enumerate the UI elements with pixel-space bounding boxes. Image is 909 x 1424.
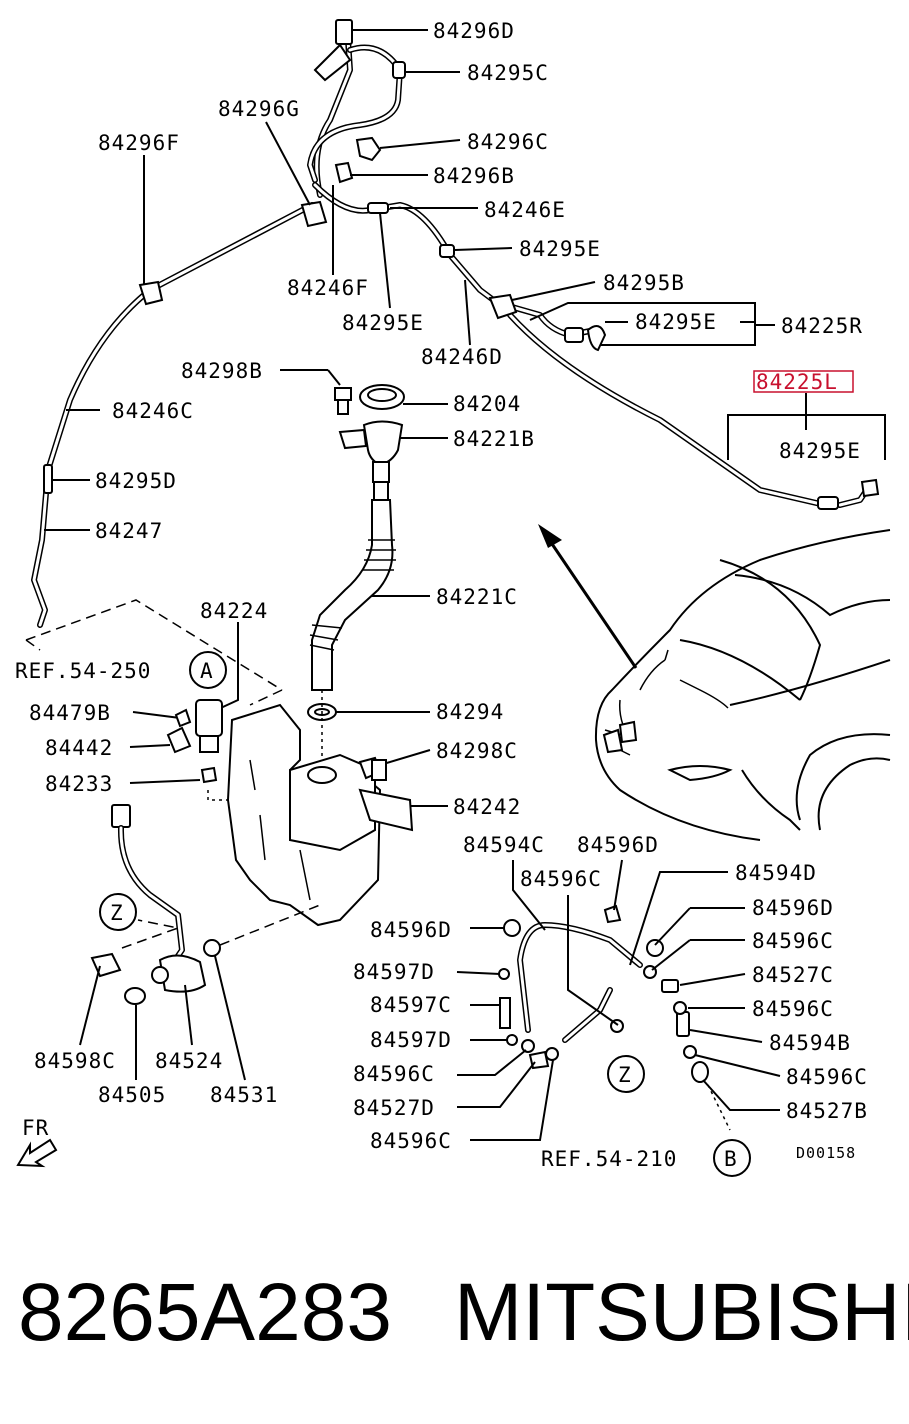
brand-name: MITSUBISHI xyxy=(454,1267,909,1358)
label-84596C-6: 84596C xyxy=(370,1129,452,1153)
label-84224: 84224 xyxy=(200,599,268,623)
label-84598C: 84598C xyxy=(34,1049,116,1073)
label-84442: 84442 xyxy=(45,736,113,760)
label-84597D-2: 84597D xyxy=(370,1028,452,1052)
label-84596D-1: 84596D xyxy=(577,833,659,857)
label-ref-54-250: REF.54-250 xyxy=(15,659,151,683)
part-number: 8265A283 xyxy=(18,1267,392,1358)
label-84596C-5: 84596C xyxy=(786,1065,868,1089)
label-84594B: 84594B xyxy=(769,1031,851,1055)
footer: 8265A283 MITSUBISHI xyxy=(18,1267,909,1358)
label-circle-z-1: Z xyxy=(110,901,124,925)
car-outline xyxy=(538,524,891,841)
label-84597D-1: 84597D xyxy=(353,960,435,984)
label-84233: 84233 xyxy=(45,772,113,796)
label-84296B: 84296B xyxy=(433,164,515,188)
label-circle-b: B xyxy=(724,1147,738,1171)
label-84527B: 84527B xyxy=(786,1099,868,1123)
label-84246F: 84246F xyxy=(287,276,369,300)
label-84594C: 84594C xyxy=(463,833,545,857)
washer-motor-assembly xyxy=(79,804,321,1081)
label-84596C-4: 84596C xyxy=(353,1062,435,1086)
label-84246C: 84246C xyxy=(112,399,194,423)
label-84531: 84531 xyxy=(210,1083,278,1107)
label-84246D: 84246D xyxy=(421,345,503,369)
label-84596D-2: 84596D xyxy=(752,896,834,920)
label-84295D: 84295D xyxy=(95,469,177,493)
label-84596C-1: 84596C xyxy=(520,867,602,891)
ref-box-a xyxy=(25,599,283,706)
label-84505: 84505 xyxy=(98,1083,166,1107)
washer-tank-assembly xyxy=(166,384,414,927)
label-84246E: 84246E xyxy=(484,198,566,222)
label-84295E-4: 84295E xyxy=(779,439,861,463)
label-84247: 84247 xyxy=(95,519,163,543)
label-84295E-2: 84295E xyxy=(635,310,717,334)
label-84221C: 84221C xyxy=(436,585,518,609)
label-circle-z-2: Z xyxy=(618,1063,632,1087)
part-labels: 84296D 84295C 84296G 84296F 84296C 84296… xyxy=(15,19,868,1171)
label-84225L: 84225L xyxy=(756,370,838,394)
label-84296D: 84296D xyxy=(433,19,515,43)
label-circle-a: A xyxy=(200,659,214,683)
label-84221B: 84221B xyxy=(453,427,535,451)
label-fr: FR xyxy=(22,1116,49,1140)
label-84242: 84242 xyxy=(453,795,521,819)
label-84479B: 84479B xyxy=(29,701,111,725)
label-84204: 84204 xyxy=(453,392,521,416)
label-84298C: 84298C xyxy=(436,739,518,763)
label-84295E-3: 84295E xyxy=(342,311,424,335)
hose-connectors xyxy=(43,19,880,510)
label-84296C: 84296C xyxy=(467,130,549,154)
label-84298B: 84298B xyxy=(181,359,263,383)
label-84597C: 84597C xyxy=(370,993,452,1017)
label-84524: 84524 xyxy=(155,1049,223,1073)
label-84596D-3: 84596D xyxy=(370,918,452,942)
label-84296F: 84296F xyxy=(98,131,180,155)
label-84527D: 84527D xyxy=(353,1096,435,1120)
callout-circles xyxy=(99,651,751,1177)
label-84295B: 84295B xyxy=(603,271,685,295)
headlamp-washer-hoses xyxy=(456,859,781,1141)
label-84225R: 84225R xyxy=(781,314,863,338)
label-84295E-1: 84295E xyxy=(519,237,601,261)
label-84527C: 84527C xyxy=(752,963,834,987)
label-84596C-3: 84596C xyxy=(752,997,834,1021)
front-arrow-icon xyxy=(16,1138,58,1168)
label-d00158: D00158 xyxy=(796,1144,856,1162)
label-84294: 84294 xyxy=(436,700,504,724)
label-84594D: 84594D xyxy=(735,861,817,885)
label-84295C: 84295C xyxy=(467,61,549,85)
label-84596C-2: 84596C xyxy=(752,929,834,953)
label-84296G: 84296G xyxy=(218,97,300,121)
highlight-box xyxy=(753,370,854,393)
label-ref-54-210: REF.54-210 xyxy=(541,1147,677,1171)
